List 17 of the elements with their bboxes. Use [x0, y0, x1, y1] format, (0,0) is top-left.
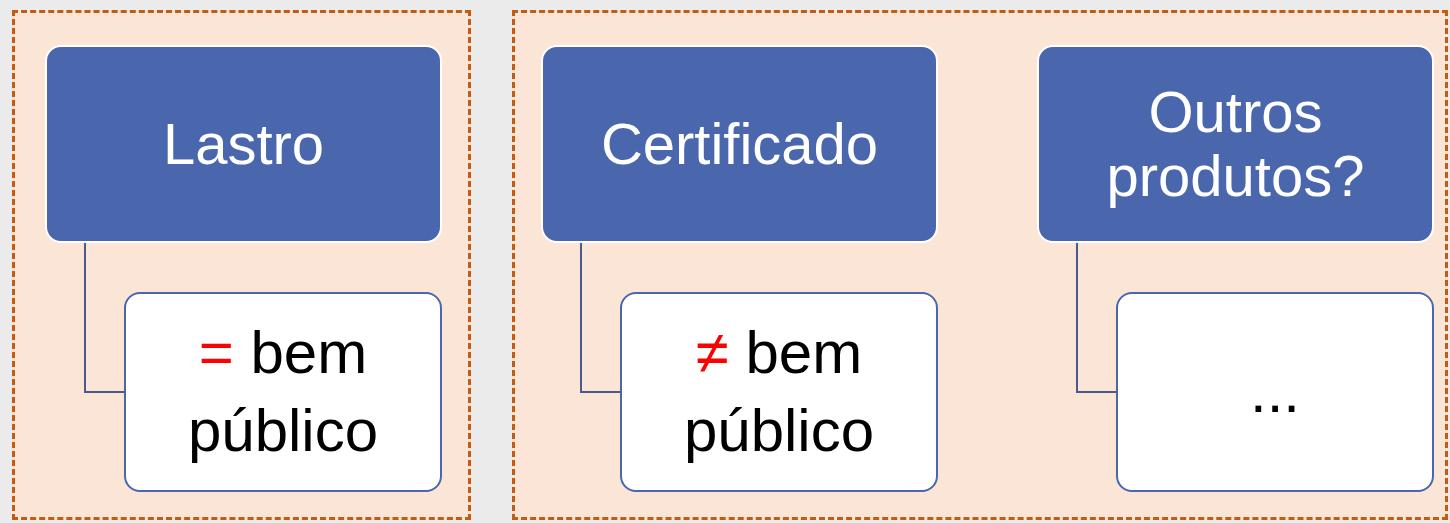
title-box	[541, 45, 938, 243]
box-text: Lastro	[162, 112, 325, 176]
box-text: Outros produtos?	[1105, 80, 1366, 208]
title-box	[1037, 45, 1434, 243]
dashed-group-panel	[512, 10, 1448, 520]
content-box	[124, 292, 442, 492]
box-text: ≠ bem público	[682, 318, 876, 466]
content-box	[620, 292, 938, 492]
connector-line	[84, 242, 125, 393]
connector-line	[580, 242, 621, 393]
dashed-group-panel	[12, 10, 471, 520]
title-box	[45, 45, 442, 243]
connector-line	[1076, 242, 1117, 393]
box-text: = bem público	[186, 318, 380, 466]
content-box	[1116, 292, 1434, 492]
box-text: Certificado	[600, 112, 879, 176]
box-text: ...	[1250, 357, 1300, 427]
